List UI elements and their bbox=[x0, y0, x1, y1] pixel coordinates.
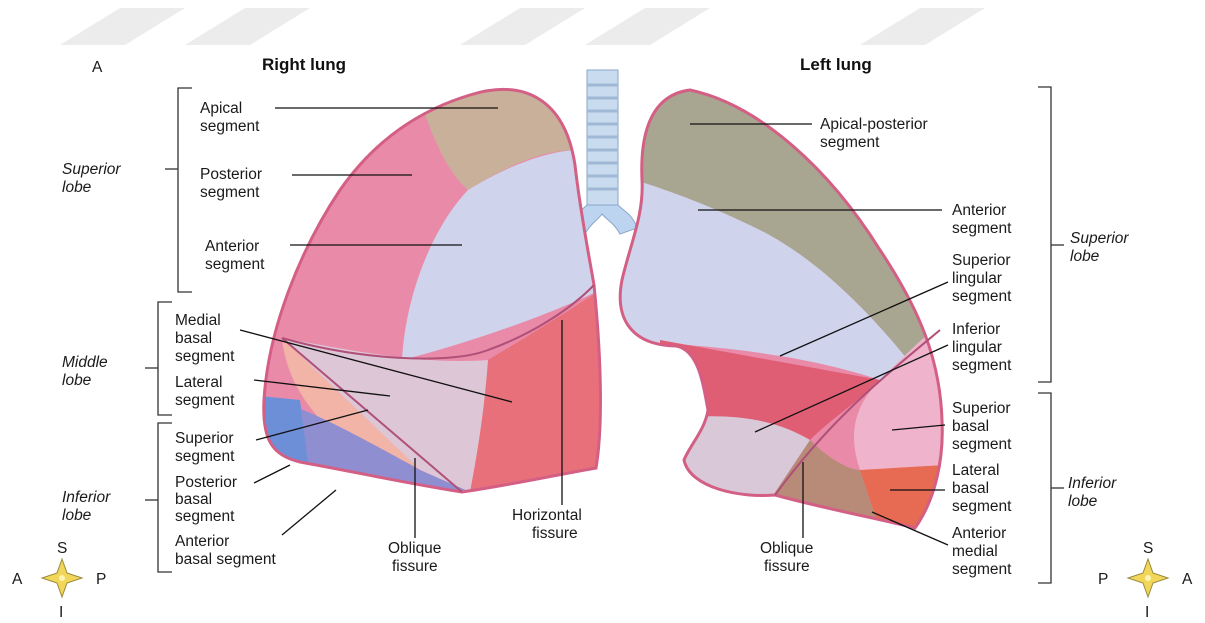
watermark-band bbox=[60, 8, 985, 45]
right-lung-title: Right lung bbox=[262, 55, 346, 74]
compass-left-right: P bbox=[96, 571, 106, 588]
compass-right-down: I bbox=[1145, 604, 1149, 621]
compass-rose-right: S I P A bbox=[1098, 540, 1193, 621]
compass-left-down: I bbox=[59, 604, 63, 621]
compass-right-left: P bbox=[1098, 571, 1108, 588]
panel-letter: A bbox=[92, 59, 103, 76]
compass-rose-left: S I A P bbox=[12, 540, 106, 621]
left-lung-title: Left lung bbox=[800, 55, 872, 74]
left-lobe-brackets bbox=[1038, 87, 1064, 583]
left-lung bbox=[600, 80, 945, 535]
compass-right-up: S bbox=[1143, 540, 1153, 557]
compass-right-right: A bbox=[1182, 571, 1193, 588]
compass-left-up: S bbox=[57, 540, 67, 557]
compass-left-left: A bbox=[12, 571, 23, 588]
right-lung bbox=[250, 80, 605, 492]
